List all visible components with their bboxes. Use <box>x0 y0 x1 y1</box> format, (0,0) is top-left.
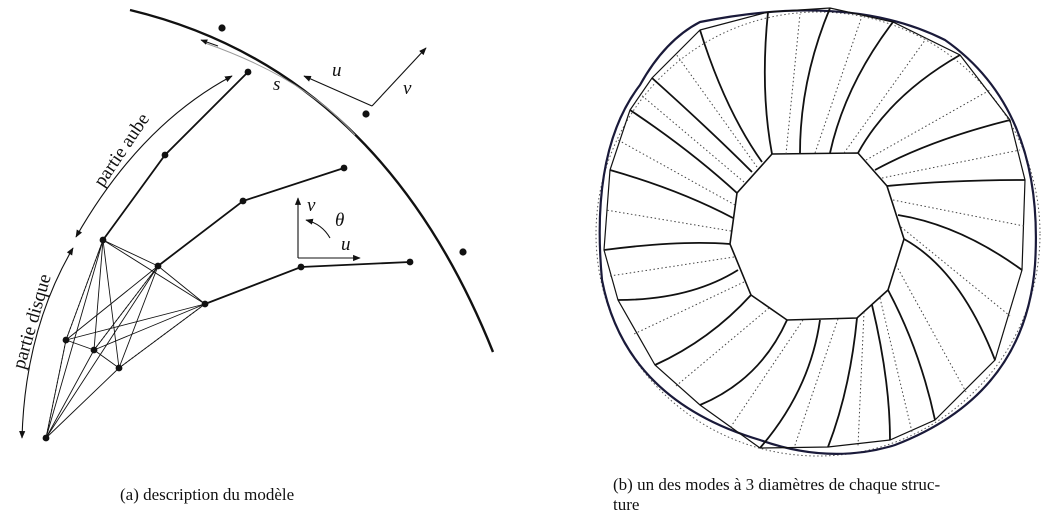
caption-a: (a) description du modèle <box>120 485 295 504</box>
caption-b-line2: ture <box>613 495 640 514</box>
theta-arc-arrow <box>305 218 331 239</box>
casing-node <box>362 110 370 118</box>
u-label-local: u <box>341 234 351 255</box>
dotted-reference-lines <box>45 71 411 439</box>
outer-casing-arc <box>129 8 495 353</box>
reference-circle <box>595 11 1041 457</box>
figure-canvas: s u v partie aube partie disque <box>9 7 1041 457</box>
theta-label: θ <box>335 210 344 231</box>
casing-node <box>218 24 226 32</box>
casing-node <box>459 248 467 256</box>
panel-b-mode-shape <box>595 7 1041 457</box>
v-label-top: v <box>403 78 412 99</box>
rim-polygon <box>603 7 1026 449</box>
partie-aube-arrow <box>75 75 233 238</box>
partie-aube-label: partie aube <box>90 110 154 191</box>
caption-b-line1: (b) un des modes à 3 diamètres de chaque… <box>613 475 941 494</box>
disk-mesh <box>45 239 206 439</box>
partie-disque-label: partie disque <box>9 272 56 372</box>
hub-polygon <box>729 152 905 321</box>
v-label-local: v <box>307 195 316 216</box>
s-label: s <box>273 74 280 95</box>
deformed-outer-contour <box>598 9 1037 455</box>
model-nodes <box>42 68 414 442</box>
panel-a-model-description: s u v partie aube partie disque <box>9 8 495 442</box>
v-axis-arrow-top <box>371 47 427 107</box>
blade-curves <box>603 7 1026 449</box>
u-label-top: u <box>332 60 342 81</box>
s-coordinate-guide <box>204 42 356 136</box>
partie-disque-arrow <box>19 247 74 439</box>
s-arrow <box>200 39 219 47</box>
u-axis-arrow-top <box>303 75 373 107</box>
undeformed-blade-lines <box>605 13 1025 449</box>
